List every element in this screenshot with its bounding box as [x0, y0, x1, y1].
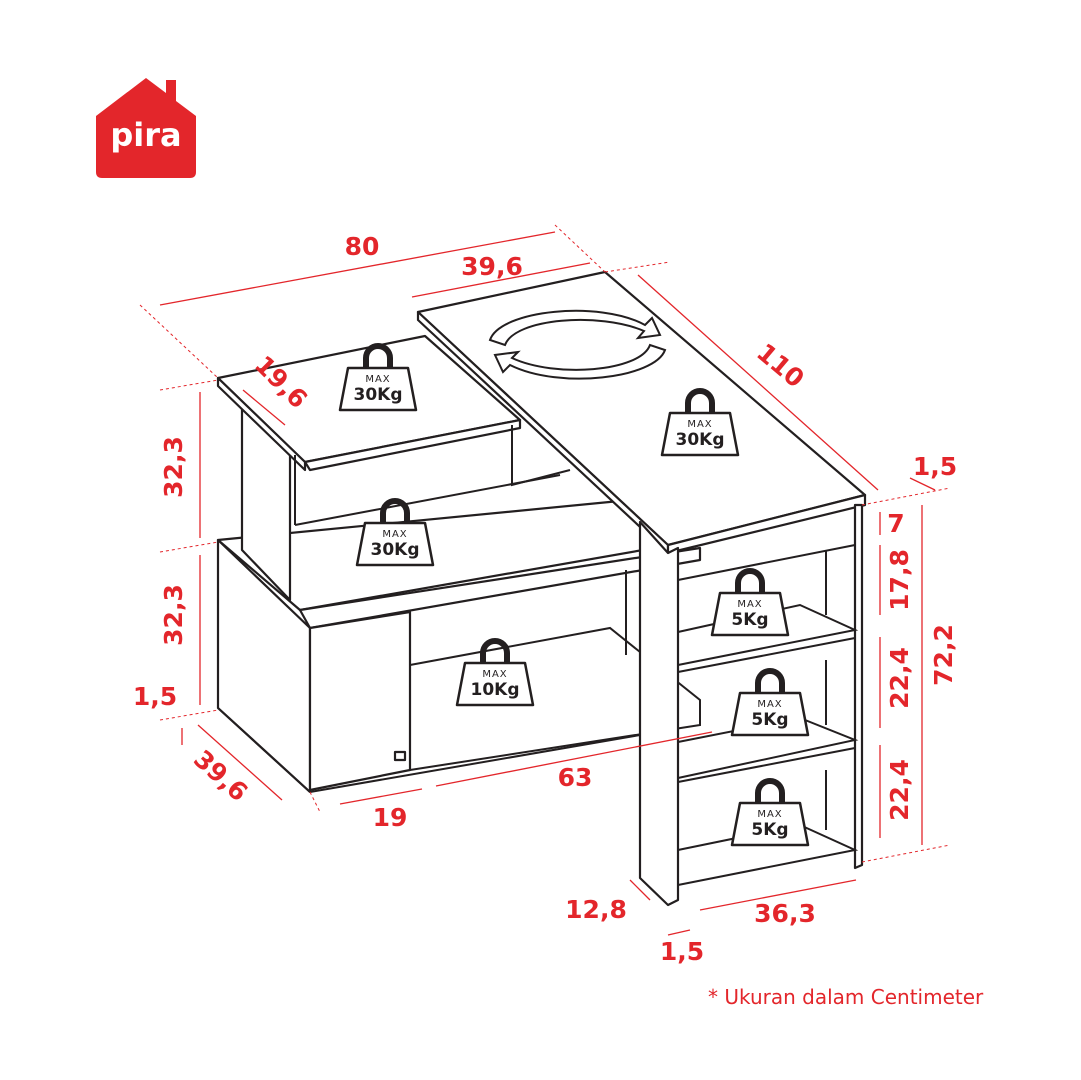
weight-max-label: MAX — [757, 699, 782, 710]
weight-load-label: 30Kg — [371, 540, 420, 560]
dim-top-thickness: 1,5 — [913, 452, 957, 481]
dim-upper-height: 32,3 — [159, 436, 188, 498]
dim-base-thickness: 1,5 — [133, 682, 177, 711]
dim-total-width: 80 — [345, 232, 380, 261]
dim-top-gap: 7 — [887, 509, 904, 538]
footnote: * Ukuran dalam Centimeter — [708, 985, 984, 1009]
weight-max-label: MAX — [382, 529, 407, 540]
dimension-lines — [139, 224, 951, 936]
weight-max-label: MAX — [365, 374, 390, 385]
weight-load-label: 30Kg — [354, 385, 403, 405]
dim-shelf-2: 22,4 — [885, 647, 914, 709]
dim-total-height: 72,2 — [929, 624, 958, 686]
weight-max-label: MAX — [737, 599, 762, 610]
weight-load-label: 30Kg — [676, 430, 725, 450]
weight-max-label: MAX — [687, 419, 712, 430]
rotate-arrows-icon — [488, 309, 667, 380]
weight-max-label: MAX — [482, 669, 507, 680]
dim-lower-height: 32,3 — [159, 584, 188, 646]
dim-shelf-width: 36,3 — [754, 899, 816, 928]
desk-drawing — [216, 270, 867, 907]
dim-door-width: 19 — [373, 803, 408, 832]
dim-depth-left: 39,6 — [188, 744, 253, 807]
dim-top-width: 39,6 — [461, 252, 523, 281]
weight-max-label: MAX — [757, 809, 782, 820]
dim-shelf-3: 22,4 — [885, 759, 914, 821]
dim-leg-offset: 12,8 — [565, 895, 627, 924]
weight-load-label: 5Kg — [731, 610, 768, 630]
dim-open-width: 63 — [558, 763, 593, 792]
logo-text: pira — [110, 116, 181, 154]
pira-logo: pira — [96, 78, 196, 178]
weight-load-label: 5Kg — [751, 820, 788, 840]
dim-shelf-1: 17,8 — [885, 549, 914, 611]
weight-load-label: 5Kg — [751, 710, 788, 730]
weight-load-label: 10Kg — [471, 680, 520, 700]
dim-leg-thickness: 1,5 — [660, 937, 704, 966]
